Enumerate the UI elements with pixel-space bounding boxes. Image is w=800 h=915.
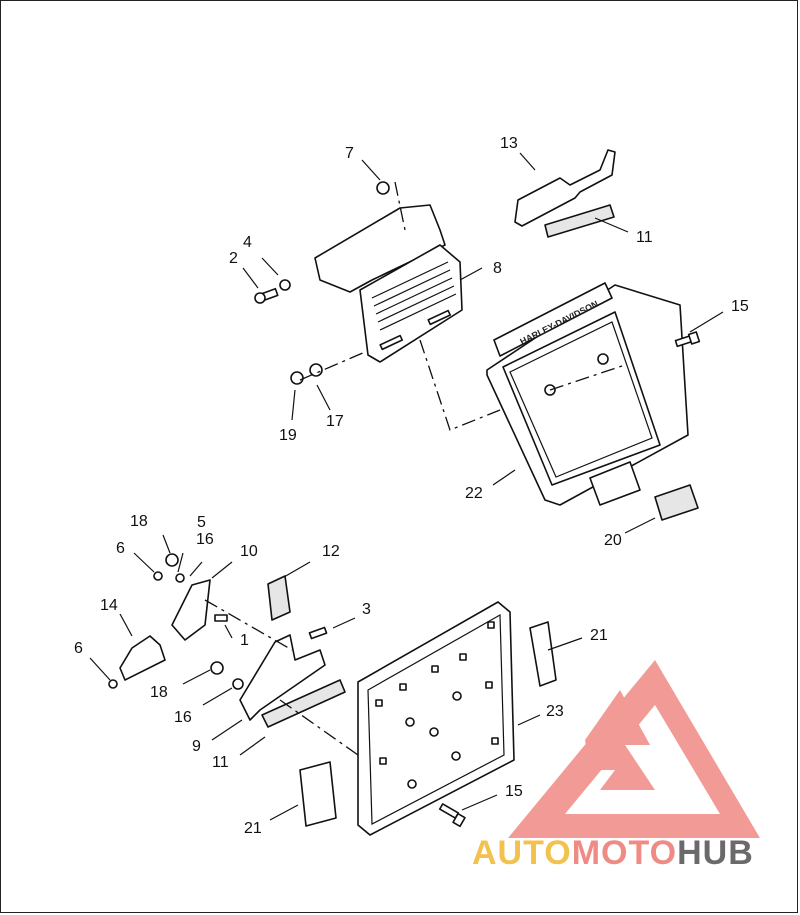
light-21-left [299, 761, 337, 827]
nut-6-lower [108, 679, 118, 689]
callout-18-lower: 18 [150, 684, 168, 701]
callout-8: 8 [493, 260, 502, 277]
callout-12: 12 [322, 543, 340, 560]
bolt-15-bottom [438, 803, 466, 828]
washer-4 [279, 279, 291, 291]
watermark-triangle-icon [508, 660, 760, 838]
callout-15-bottom: 15 [505, 783, 523, 800]
callout-labels: 7 13 11 4 2 8 15 19 17 22 20 18 5 6 16 1… [74, 135, 749, 837]
washer-16-upper [175, 573, 185, 583]
callout-21-left: 21 [244, 820, 262, 837]
washer-17 [309, 363, 323, 377]
guide-line [279, 699, 359, 756]
callout-6-lower: 6 [74, 640, 83, 657]
callout-15-top: 15 [731, 298, 749, 315]
svg-text:AUTOMOTOHUB: AUTOMOTOHUB [472, 834, 754, 872]
guide-line [204, 599, 293, 651]
bracket-14 [119, 635, 166, 681]
plate-backing-23 [357, 601, 515, 836]
callout-21-right: 21 [590, 627, 608, 644]
bracket-13 [514, 149, 616, 227]
callout-16-lower: 16 [174, 709, 192, 726]
bolt-1 [214, 614, 228, 622]
callout-11-top: 11 [636, 229, 653, 246]
cap-7 [376, 181, 390, 195]
guide-line [549, 364, 626, 391]
plate-frame-top [493, 282, 613, 357]
bolt-3 [308, 626, 328, 640]
callout-11-bottom: 11 [212, 754, 229, 771]
watermark-text-auto: AUTO [472, 834, 572, 872]
callout-14: 14 [100, 597, 118, 614]
nut-19 [290, 371, 304, 385]
callout-2: 2 [229, 250, 238, 267]
light-21-right [529, 621, 557, 687]
washer-16-lower [232, 678, 244, 690]
bolt-2 [254, 287, 279, 304]
callout-5: 5 [197, 514, 206, 531]
bracket-12 [267, 575, 291, 621]
bolt-15-top [674, 331, 701, 348]
callout-3: 3 [362, 601, 371, 618]
bracket-10 [171, 579, 211, 641]
frame-hole-icon [597, 353, 609, 365]
callout-18-upper: 18 [130, 513, 148, 530]
guide-line [299, 351, 366, 381]
watermark-logo [508, 660, 760, 838]
plate-frame-tab [589, 461, 641, 506]
callout-9: 9 [192, 738, 201, 755]
bracket-9 [239, 634, 326, 721]
callout-7: 7 [345, 145, 354, 162]
leader-lines [89, 152, 724, 821]
guide-line [394, 181, 406, 231]
strip-11-bottom [261, 679, 346, 728]
cap-18-upper [165, 553, 179, 567]
reflector-20 [654, 484, 699, 521]
plate-frame-inner [502, 311, 661, 486]
callout-17: 17 [326, 413, 344, 430]
callout-1: 1 [240, 632, 249, 649]
callout-6-upper: 6 [116, 540, 125, 557]
callout-23: 23 [546, 703, 564, 720]
mount-bracket-8 [314, 204, 463, 363]
watermark-text: AUTOMOTOHUB [472, 834, 754, 872]
callout-10: 10 [240, 543, 258, 560]
callout-16-upper: 16 [196, 531, 214, 548]
guide-line [419, 339, 501, 431]
callout-19: 19 [279, 427, 297, 444]
nut-6-upper [153, 571, 163, 581]
callout-4: 4 [243, 234, 252, 251]
callout-22: 22 [465, 485, 483, 502]
callout-13: 13 [500, 135, 518, 152]
watermark-inner-mark-icon [585, 690, 655, 790]
watermark-text-moto: MOTO [572, 834, 677, 872]
cap-18-lower [210, 661, 224, 675]
plate-frame-window [509, 321, 653, 478]
plate-frame-assembly [486, 282, 689, 506]
strip-11-top [544, 204, 615, 238]
callout-20: 20 [604, 532, 622, 549]
watermark-text-hub: HUB [677, 834, 754, 872]
